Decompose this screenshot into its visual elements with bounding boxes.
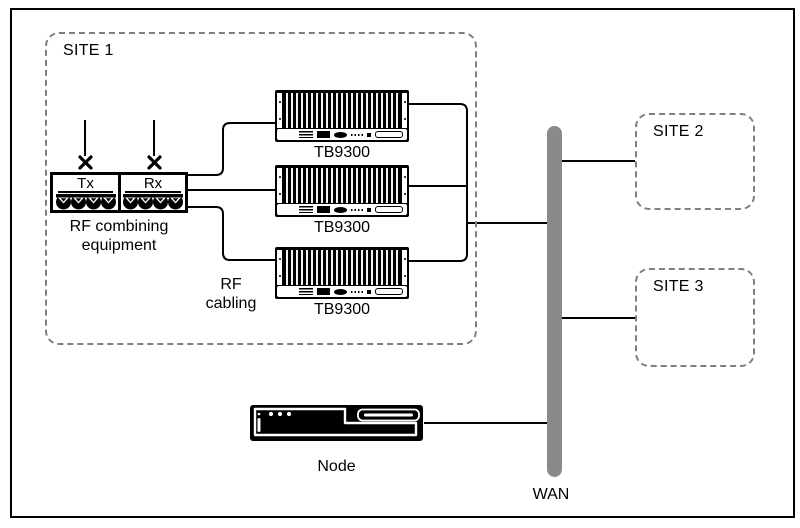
- rack-ear-icon: [277, 250, 282, 285]
- screw-icon: [278, 193, 281, 196]
- tb9300-radio-2-label: TB9300: [313, 219, 371, 236]
- screw-icon: [278, 275, 281, 278]
- rf-cable-combiner-to-radio3: [188, 206, 275, 261]
- combiner-tx-label: Tx: [77, 175, 94, 192]
- speaker-icon: [334, 131, 347, 138]
- rf-cabling-line2: cabling: [205, 295, 257, 312]
- speaker-icon: [334, 206, 347, 213]
- screw-icon: [403, 100, 406, 103]
- tx-cavity-filter-icon: [55, 194, 116, 210]
- combiner-rx-label: Rx: [143, 175, 163, 192]
- tb9300-radio-3: [275, 247, 409, 299]
- rf-cable-combiner-to-radio1: [188, 122, 275, 176]
- vent-lines-icon: [299, 131, 313, 138]
- screw-icon: [403, 193, 406, 196]
- heatsink-fins-icon: [283, 168, 401, 203]
- heatsink-fins-icon: [283, 250, 401, 285]
- display-icon: [317, 131, 330, 138]
- display-icon: [317, 288, 330, 295]
- heatsink-fins-icon: [283, 93, 401, 128]
- led-dots-icon: [351, 133, 364, 136]
- speaker-icon: [334, 288, 347, 295]
- combiner-tx-underline: [57, 191, 114, 193]
- combiner-caption-line2: equipment: [81, 237, 157, 254]
- rx-cavity-filter-icon: [123, 194, 183, 210]
- screw-icon: [278, 118, 281, 121]
- site3-boundary: SITE 3: [635, 268, 755, 367]
- screw-icon: [403, 118, 406, 121]
- site2-boundary: SITE 2: [635, 113, 755, 210]
- combiner-rx-box: Rx: [118, 172, 188, 213]
- led-dots-icon: [351, 290, 364, 293]
- front-panel: [277, 204, 407, 215]
- screw-icon: [403, 175, 406, 178]
- tb9300-radio-2: [275, 165, 409, 217]
- front-panel: [277, 129, 407, 140]
- rack-ear-icon: [402, 93, 407, 128]
- tb9300-radio-1: [275, 90, 409, 142]
- node-front-panel-icon: [253, 407, 420, 437]
- handle-slot-icon: [375, 131, 403, 138]
- tb9300-radio-1-label: TB9300: [313, 144, 371, 161]
- button-icon: [367, 132, 371, 137]
- site2-label: SITE 2: [653, 123, 704, 140]
- rx-antenna-x-icon: [147, 155, 162, 170]
- rf-cabling-caption: RF cabling: [181, 275, 281, 313]
- site1-label: SITE 1: [63, 42, 114, 59]
- node-device: [250, 405, 423, 441]
- rack-ear-icon: [402, 168, 407, 203]
- screw-icon: [278, 100, 281, 103]
- screw-icon: [403, 257, 406, 260]
- tb9300-radio-3-label: TB9300: [313, 301, 371, 318]
- rack-ear-icon: [402, 250, 407, 285]
- handle-slot-icon: [375, 288, 403, 295]
- wan-backbone-bar: [547, 126, 562, 477]
- wan-label: WAN: [532, 486, 570, 503]
- combiner-caption-line1: RF combining: [69, 218, 169, 235]
- rack-ear-icon: [277, 168, 282, 203]
- tx-antenna-x-icon: [78, 155, 93, 170]
- button-icon: [367, 207, 371, 212]
- rack-ear-icon: [277, 93, 282, 128]
- button-icon: [367, 289, 371, 294]
- screw-icon: [278, 175, 281, 178]
- screw-icon: [403, 275, 406, 278]
- combiner-rx-underline: [125, 191, 181, 193]
- site1-boundary: SITE 1: [45, 32, 477, 345]
- screw-icon: [278, 257, 281, 260]
- handle-slot-icon: [375, 206, 403, 213]
- node-label: Node: [317, 458, 356, 475]
- vent-lines-icon: [299, 206, 313, 213]
- rf-cabling-line1: RF: [220, 276, 242, 293]
- network-bus-radio1-radio3: [409, 103, 468, 262]
- front-panel: [277, 286, 407, 297]
- diagram-border: [10, 8, 795, 518]
- led-dots-icon: [351, 208, 364, 211]
- display-icon: [317, 206, 330, 213]
- combiner-tx-box: Tx: [50, 172, 121, 213]
- combiner-caption: RF combining equipment: [40, 217, 198, 255]
- site3-label: SITE 3: [653, 278, 704, 295]
- vent-lines-icon: [299, 288, 313, 295]
